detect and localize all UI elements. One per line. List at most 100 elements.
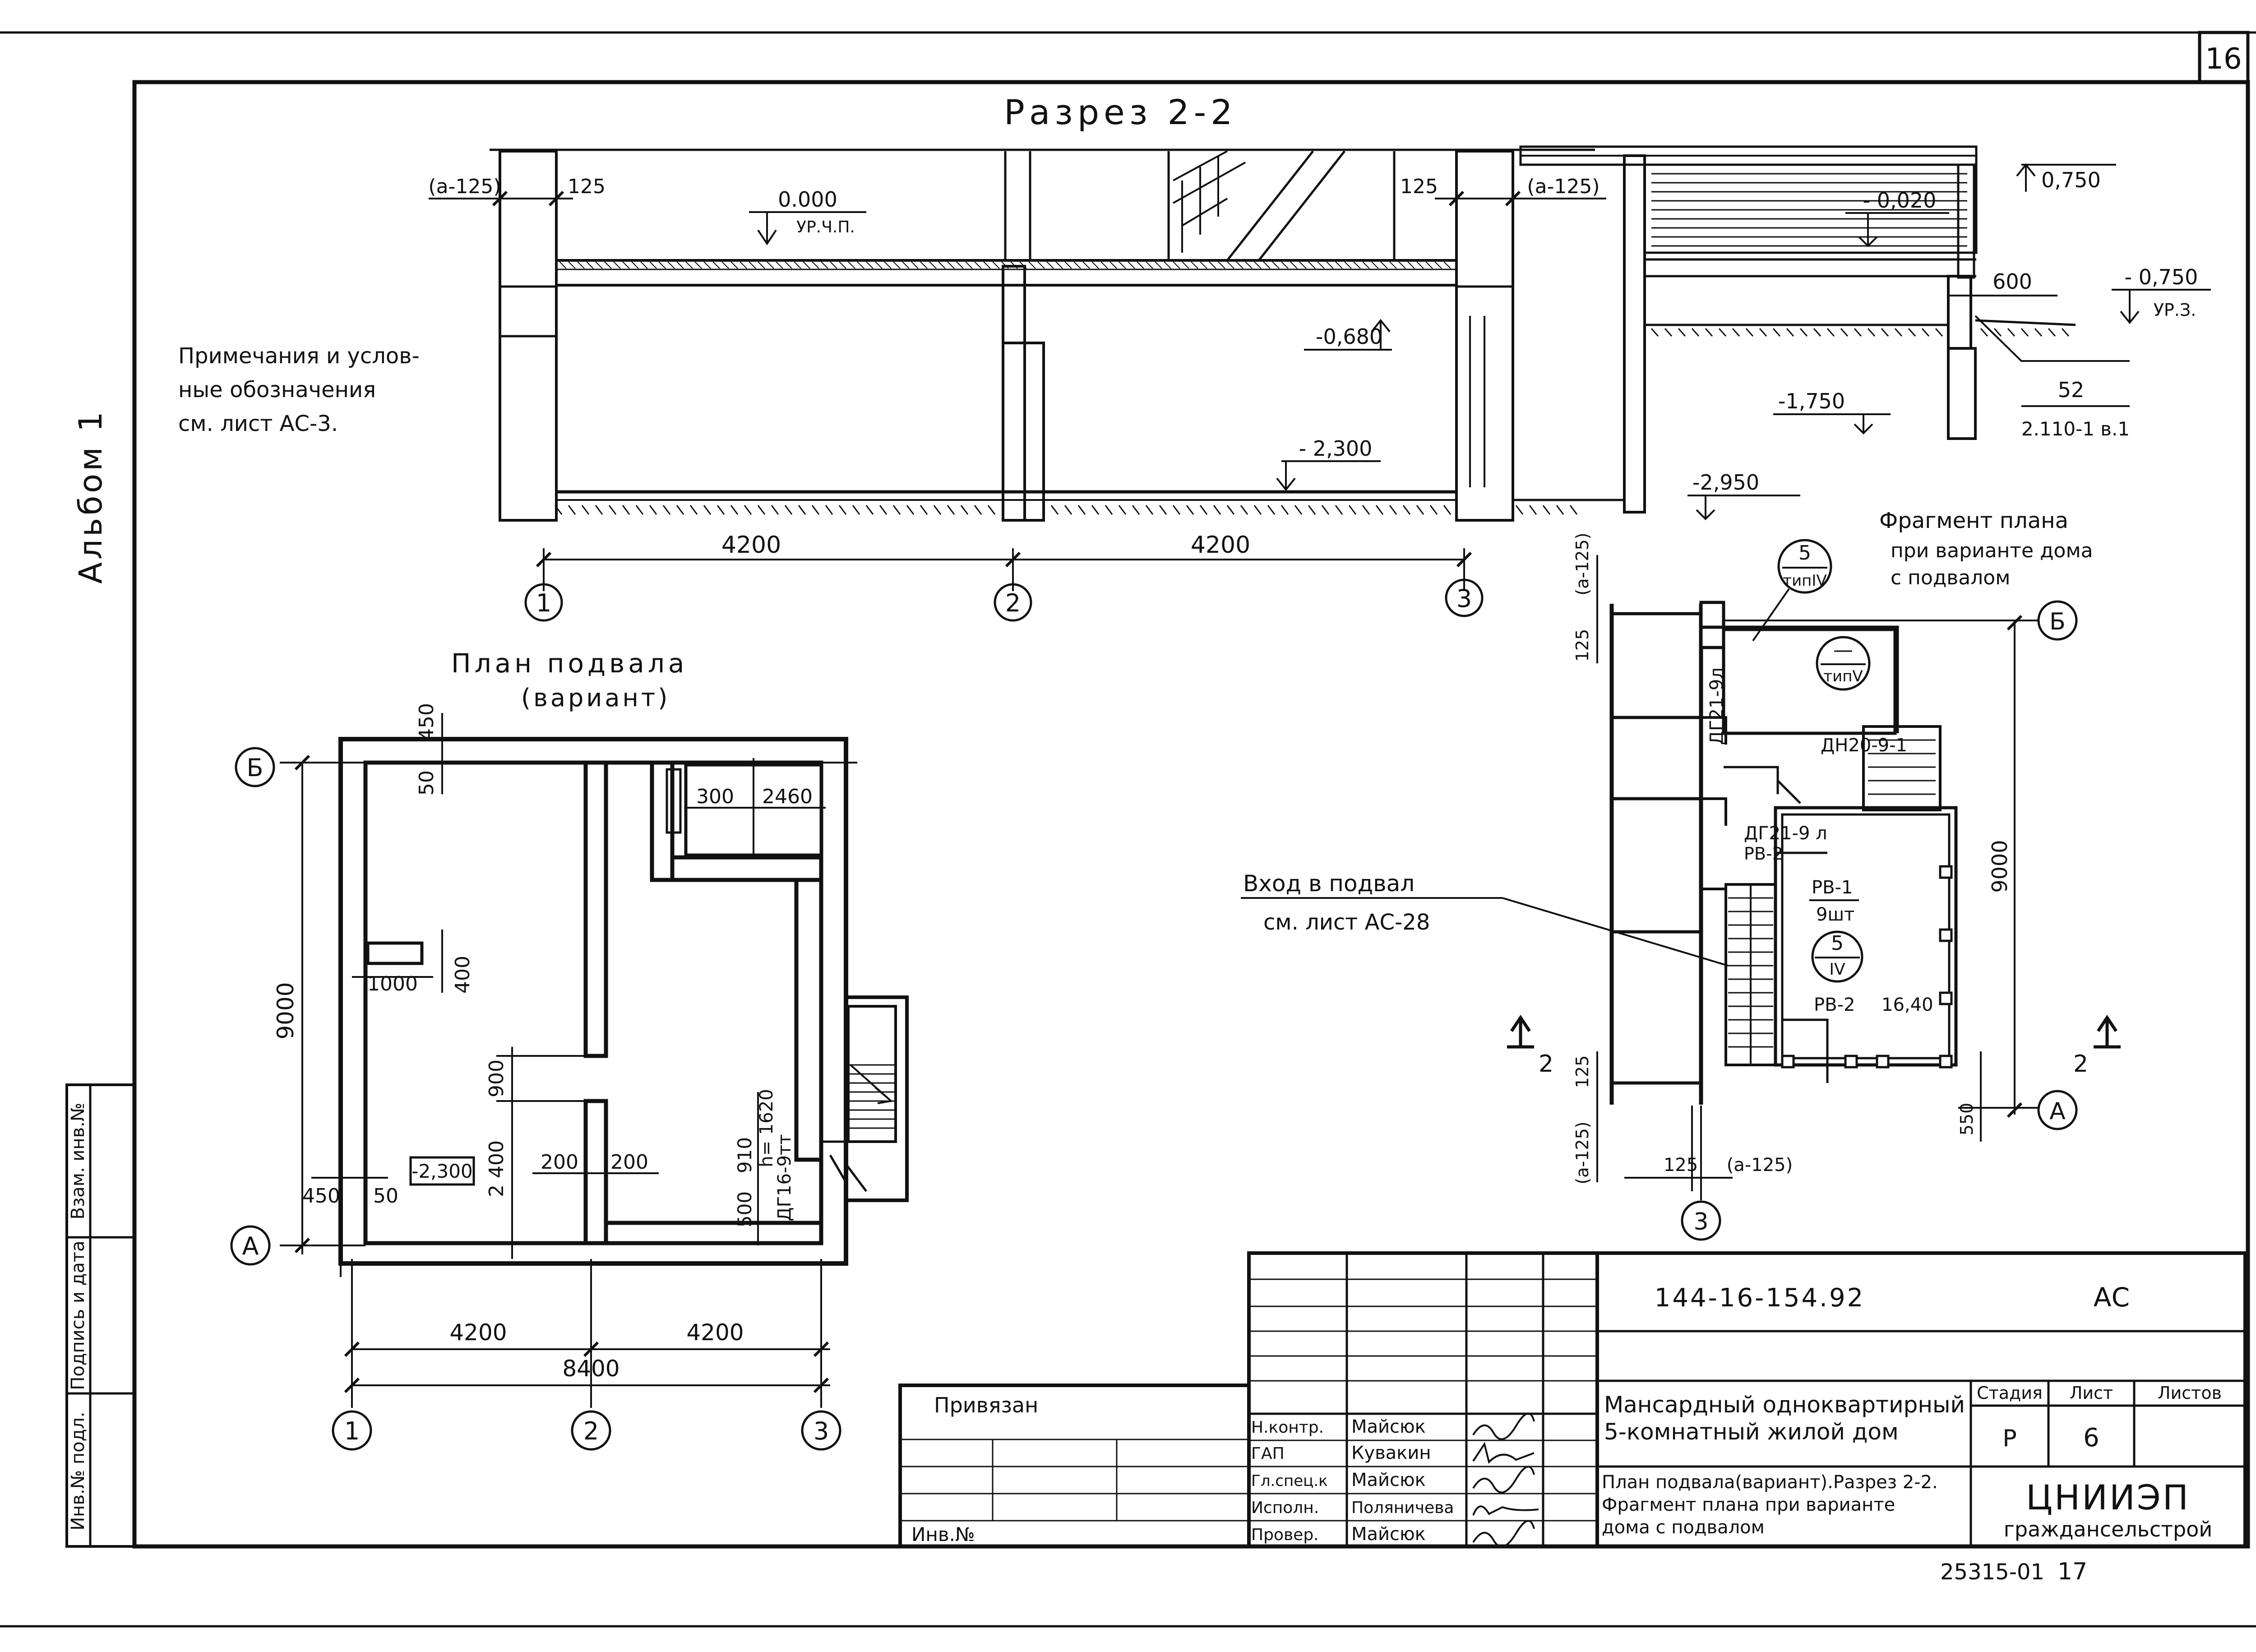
page-number: 16	[2205, 42, 2242, 76]
project-line-2: 5-комнатный жилой дом	[1604, 1419, 1899, 1445]
stage-value: Р	[2002, 1425, 2016, 1452]
fragment-axis-a	[2037, 1090, 2078, 1130]
org-name: ЦНИИЭП	[2026, 1477, 2190, 1518]
sheet-title-2: Фрагмент плана при варианте	[1602, 1495, 1895, 1515]
plan-axis-a-label: А	[242, 1232, 259, 1260]
plan-dim-50-top: 50	[415, 770, 438, 796]
side-stamp-inv: Инв.№ подл.	[68, 1411, 88, 1530]
plan-dim-1000: 1000	[367, 972, 418, 995]
terrace-footing	[1947, 347, 1977, 440]
section-title: Разрез 2-2	[1004, 92, 1237, 132]
section-dim-125-left: 125	[568, 175, 606, 198]
fragment-axis-b-label: Б	[2049, 608, 2066, 635]
role-2: Гл.спец.к	[1251, 1472, 1328, 1490]
side-stamp-replace: Взам. инв.№	[68, 1103, 88, 1220]
section-dim-a125-right: (а-125)	[1527, 175, 1600, 198]
sheet-title-3: дома с подвалом	[1602, 1517, 1765, 1538]
level-1750-text: -1,750	[1778, 389, 1845, 413]
plan-dim-450-top: 450	[415, 703, 438, 741]
cut-mark-right: 2	[2073, 1050, 2088, 1078]
level-0020: - 0,020	[1845, 188, 1949, 247]
side-stamp: Инв.№ подл. Подпись и дата Взам. инв.№	[65, 1083, 136, 1548]
level-m0750-text: - 0,750	[2125, 265, 2198, 289]
plan-axis-3	[801, 1410, 841, 1451]
tag-dg21-9l: ДГ21-9 л	[1744, 823, 1827, 844]
level-2950: -2,950	[1687, 470, 1800, 520]
plan-dim-200a: 200	[541, 1151, 578, 1174]
signatures	[1472, 1412, 1539, 1548]
fragment-terrace	[1774, 806, 1958, 1067]
level-2300: - 2,300	[1276, 436, 1381, 491]
level-2950-text: -2,950	[1692, 470, 1759, 495]
basement-plan: План подвала (вариант) -2,300	[230, 648, 909, 1451]
level-0020-text: - 0,020	[1863, 188, 1937, 213]
section-dim-52: 52	[2058, 378, 2085, 402]
list-header: Лист	[2070, 1383, 2113, 1403]
fragment-axis-a-label: А	[2049, 1098, 2066, 1125]
fragment-plan: Фрагмент плана при варианте дома с подва…	[1241, 508, 2121, 1241]
section-span-1: 4200	[721, 532, 781, 559]
tag-rv2-a: РВ-2	[1744, 844, 1783, 864]
section-ref: 2.110-1 в.1	[2021, 418, 2130, 440]
section-dim-a125-left: (а-125)	[428, 175, 501, 198]
marker-5-iv-bottom: IV	[1829, 960, 1845, 979]
level-2300-text: - 2,300	[1299, 436, 1373, 461]
notes-line-3: см. лист АС-3.	[178, 411, 338, 436]
tag-dg21-9l-top: ДГ21-9л	[1706, 667, 1727, 745]
plan-partition-lower	[583, 1099, 608, 1245]
tag-9sht: 9шт	[1816, 904, 1854, 925]
name-0: Майсюк	[1351, 1416, 1426, 1437]
sheet-code: 144-16-154.92	[1655, 1283, 1865, 1313]
stage-header: Стадия	[1977, 1383, 2043, 1403]
role-3: Исполн.	[1251, 1499, 1319, 1517]
marker-5-iv-top: 5	[1831, 932, 1844, 955]
plan-axis-1-label: 1	[344, 1417, 360, 1445]
plan-stair	[821, 995, 909, 1202]
plan-axis-2-label: 2	[583, 1417, 599, 1445]
project-line-1: Мансардный одноквартирный	[1604, 1392, 1965, 1418]
fragment-dim-125-b2: 125	[1664, 1155, 1698, 1175]
level-0000-text: 0.000	[778, 187, 837, 212]
plan-dim-500: 500	[734, 1191, 756, 1227]
role-4: Провер.	[1251, 1526, 1319, 1544]
role-1: ГАП	[1251, 1444, 1285, 1463]
plan-title: План подвала	[451, 648, 688, 679]
org-subname: граждансельстрой	[2004, 1517, 2213, 1541]
notes-line-2: ные обозначения	[178, 377, 376, 403]
marker-tip5-bottom: типV	[1823, 667, 1863, 685]
fragment-dim-125-bot: 125	[1572, 1055, 1592, 1088]
album-label: Альбом 1	[72, 409, 109, 583]
notes-line-1: Примечания и услов-	[178, 343, 420, 369]
section-axis-1	[524, 583, 563, 622]
level-0750: 0,750	[2016, 163, 2116, 192]
level-0000: 0.000 УР.Ч.П.	[749, 187, 866, 245]
section-dim-125-right: 125	[1400, 175, 1438, 198]
plan-axis-2	[571, 1410, 611, 1451]
title-block: Привязан Инв.№ Н.контр. ГАП Гл.спец.к Ис…	[898, 1251, 2247, 1585]
plan-dim-50-left: 50	[373, 1185, 398, 1208]
level-ground-label: УР.З.	[2154, 300, 2196, 320]
fragment-dim-a125-b2: (а-125)	[1727, 1155, 1793, 1175]
marker-5-tip4-bottom: типIV	[1783, 572, 1826, 590]
plan-dim-h1620: h= 1620	[756, 1089, 777, 1167]
marker-5-iv	[1811, 930, 1863, 983]
plan-axis-b	[235, 747, 275, 787]
section-axis-3-label: 3	[1456, 584, 1472, 613]
fragment-title-2: при варианте дома	[1891, 539, 2093, 562]
level-1750: -1,750	[1773, 389, 1891, 435]
tag-1640: 16,40	[1882, 995, 1933, 1015]
terrace-siding	[1643, 163, 1978, 254]
tag-rv1: РВ-1	[1812, 877, 1853, 898]
plan-dim-9000: 9000	[273, 982, 299, 1039]
plan-dim-910: 910	[734, 1137, 756, 1173]
name-3: Поляничева	[1351, 1499, 1454, 1517]
fragment-title-1: Фрагмент плана	[1879, 508, 2068, 533]
fragment-axis-3-label: 3	[1693, 1208, 1708, 1236]
section-span-2: 4200	[1191, 532, 1250, 559]
entry-label-2: см. лист АС-28	[1263, 910, 1430, 935]
fragment-dim-a125-top: (а-125)	[1572, 532, 1592, 595]
section-column-2	[1002, 265, 1026, 522]
fragment-dim-9000: 9000	[1988, 840, 2012, 893]
plan-dim-900: 900	[485, 1060, 508, 1097]
